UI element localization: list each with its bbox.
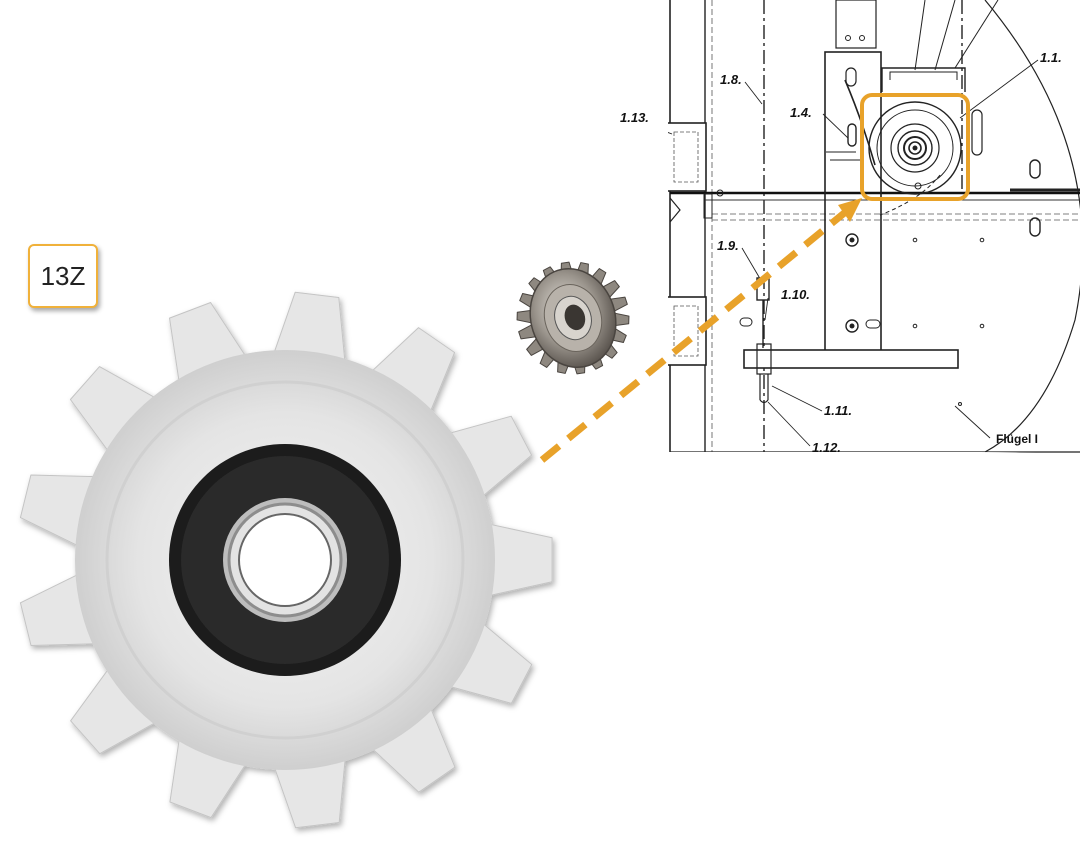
teeth-count-badge: 13Z <box>28 244 98 308</box>
pointer-arrow <box>539 198 862 463</box>
label-1-10: 1.10. <box>781 287 810 302</box>
label-1-8: 1.8. <box>720 72 742 87</box>
technical-drawing: 1.1. 1.4. 1.8. 1.9. 1.10. 1.11. 1.12. 1.… <box>668 0 1080 455</box>
label-1-1: 1.1. <box>1040 50 1062 65</box>
label-1-12: 1.12. <box>812 440 841 455</box>
label-1-13-outer: 1.13. <box>620 110 649 125</box>
label-1-11: 1.11. <box>824 403 852 418</box>
highlight-box <box>860 93 970 201</box>
large-sprocket-icon <box>19 291 553 829</box>
wing-label: Flügel I <box>996 432 1038 446</box>
label-1-9: 1.9. <box>717 238 739 253</box>
label-1-4: 1.4. <box>790 105 812 120</box>
small-steel-sprocket-icon <box>516 261 630 375</box>
